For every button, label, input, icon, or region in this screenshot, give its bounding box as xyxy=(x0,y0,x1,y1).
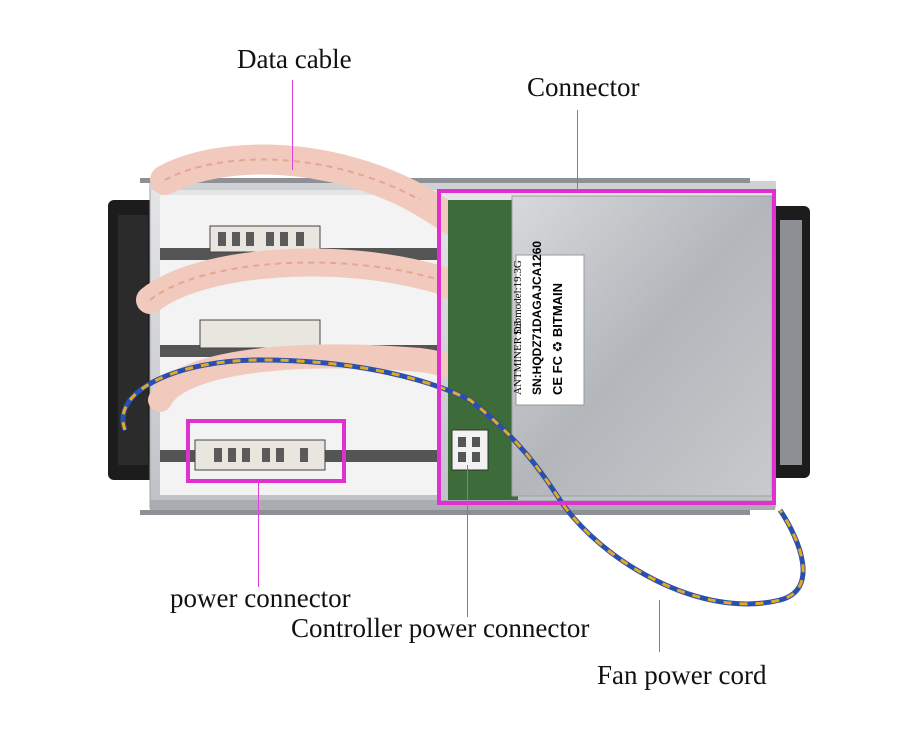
hashboard-connector-2 xyxy=(199,319,321,349)
power-connector-highlight-box xyxy=(186,419,346,483)
model-sticker xyxy=(515,254,585,406)
fan-power-cord-label: Fan power cord xyxy=(597,660,767,690)
controller-power-connector-label: Controller power connector xyxy=(291,613,590,643)
connector-highlight-box xyxy=(437,189,776,505)
connector-leader-line xyxy=(577,110,578,190)
data-cable-label: Data cable xyxy=(237,44,352,74)
data-cable-leader-line xyxy=(292,80,293,170)
power-connector-leader-line xyxy=(258,482,259,587)
controller-power-leader-line xyxy=(467,465,468,617)
power-connector-label: power connector xyxy=(170,583,351,613)
fan-power-leader-line xyxy=(659,600,660,652)
connector-label: Connector xyxy=(527,72,640,102)
